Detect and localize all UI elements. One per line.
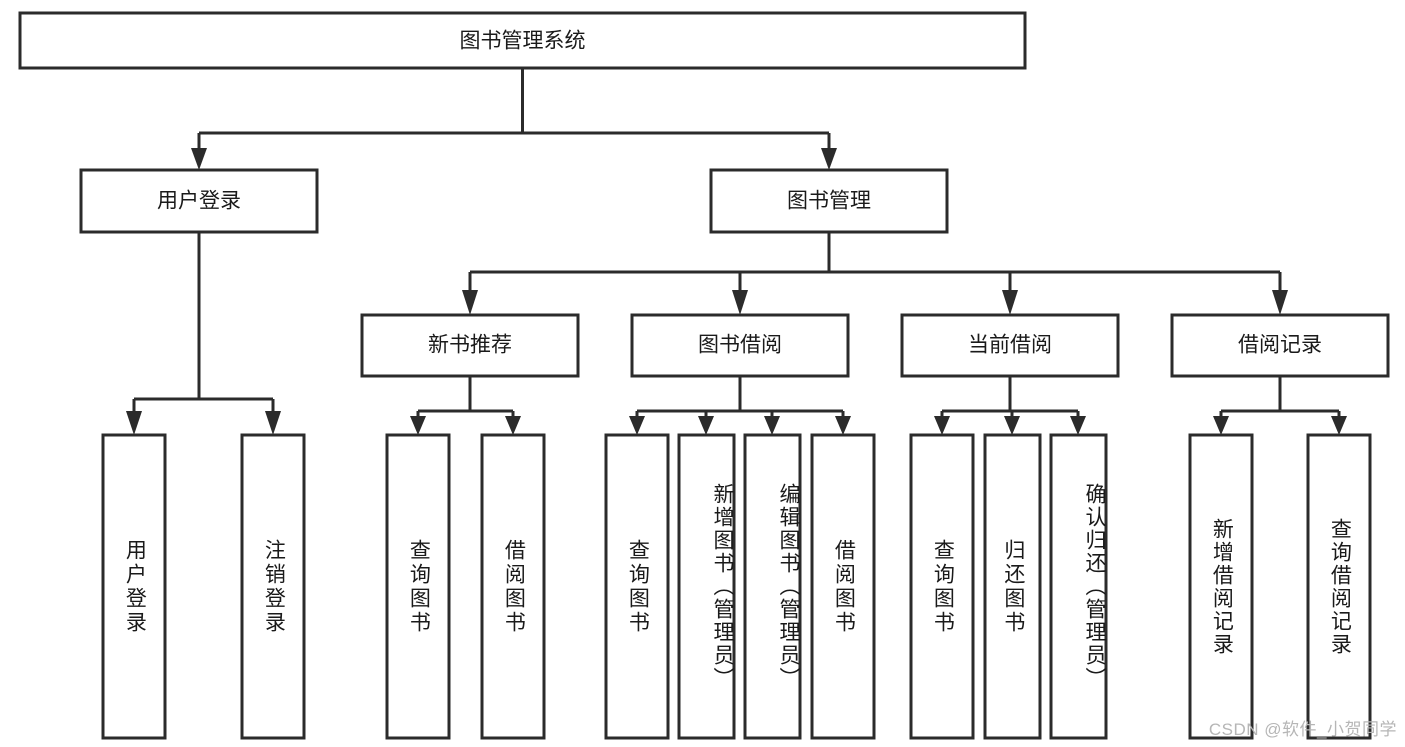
arrowhead-current-borrow xyxy=(1002,290,1018,315)
node-label-current-borrow: 当前借阅 xyxy=(968,334,1052,357)
leaf-label-user-login: 用户登录 xyxy=(123,538,147,635)
node-label-new-book-rec: 新书推荐 xyxy=(428,334,512,357)
connector-group-current-borrow xyxy=(934,376,1086,435)
arrowhead-borrow-record xyxy=(1272,290,1288,315)
leaf-label-return-book: 归还图书 xyxy=(1001,538,1025,635)
connector-group-book-manage xyxy=(462,232,1288,315)
connector-group-borrow-record xyxy=(1213,376,1347,435)
arrowhead-leaf-add-book xyxy=(698,416,714,435)
arrowhead-leaf-query-book-2 xyxy=(629,416,645,435)
leaf-label-query-record: 查询借阅记录 xyxy=(1328,517,1352,656)
arrowhead-leaf-query-book-1 xyxy=(410,416,426,435)
node-box-book-borrow[interactable] xyxy=(630,313,850,378)
connector-group-root xyxy=(191,68,837,170)
csdn-watermark: CSDN @软件_小贺同学 xyxy=(1208,720,1397,739)
node-label-root: 图书管理系统 xyxy=(460,30,586,53)
node-box-current-borrow[interactable] xyxy=(900,313,1120,378)
node-box-user-login[interactable] xyxy=(79,168,319,234)
arrowhead-leaf-query-book-3 xyxy=(934,416,950,435)
node-label-user-login: 用户登录 xyxy=(157,190,241,213)
node-box-leaf-borrow-book-2[interactable] xyxy=(810,433,876,740)
leaf-label-edit-book: 编辑图书（管理员） xyxy=(777,483,800,690)
arrowhead-leaf-edit-book xyxy=(764,416,780,435)
leaf-label-query-book-2: 查询图书 xyxy=(626,538,650,635)
arrowhead-leaf-user-login xyxy=(126,411,142,435)
node-box-book-manage[interactable] xyxy=(709,168,949,234)
arrowhead-leaf-add-record xyxy=(1213,416,1229,435)
leaf-label-add-book: 新增图书（管理员） xyxy=(711,483,734,690)
node-label-book-manage: 图书管理 xyxy=(787,190,871,213)
arrowhead-leaf-return-book xyxy=(1004,416,1020,435)
node-box-leaf-query-record[interactable] xyxy=(1306,433,1372,740)
node-box-leaf-return-book[interactable] xyxy=(983,433,1042,740)
arrowhead-leaf-confirm-return xyxy=(1070,416,1086,435)
arrowhead-user-login xyxy=(191,148,207,170)
node-box-leaf-add-record[interactable] xyxy=(1188,433,1254,740)
node-box-leaf-borrow-book-1[interactable] xyxy=(480,433,546,740)
leaf-label-add-record: 新增借阅记录 xyxy=(1210,517,1234,656)
node-label-borrow-record: 借阅记录 xyxy=(1238,334,1322,357)
node-box-root[interactable] xyxy=(18,11,1027,70)
node-label-book-borrow: 图书借阅 xyxy=(698,334,782,357)
node-box-leaf-confirm-return[interactable] xyxy=(1049,433,1108,740)
connector-group-book-borrow xyxy=(629,376,851,435)
arrowhead-leaf-borrow-book-1 xyxy=(505,416,521,435)
node-box-leaf-logout[interactable] xyxy=(240,433,306,740)
leaf-label-borrow-book-2: 借阅图书 xyxy=(832,538,856,635)
leaf-label-logout: 注销登录 xyxy=(262,538,286,635)
arrowhead-new-book-rec xyxy=(462,290,478,315)
arrowhead-leaf-borrow-book-2 xyxy=(835,416,851,435)
arrowhead-leaf-query-record xyxy=(1331,416,1347,435)
node-box-leaf-add-book[interactable] xyxy=(677,433,736,740)
node-box-leaf-query-book-1[interactable] xyxy=(385,433,451,740)
node-box-new-book-rec[interactable] xyxy=(360,313,580,378)
leaf-label-query-book-3: 查询图书 xyxy=(931,538,955,635)
leaf-label-borrow-book-1: 借阅图书 xyxy=(502,538,526,635)
node-box-leaf-query-book-3[interactable] xyxy=(909,433,975,740)
arrowhead-book-manage xyxy=(821,148,837,170)
leaf-label-query-book-1: 查询图书 xyxy=(407,538,431,635)
leaf-label-confirm-return: 确认归还（管理员） xyxy=(1083,483,1106,690)
node-box-leaf-query-book-2[interactable] xyxy=(604,433,670,740)
node-box-leaf-user-login[interactable] xyxy=(101,433,167,740)
arrowhead-leaf-logout xyxy=(265,411,281,435)
arrowhead-book-borrow xyxy=(732,290,748,315)
connector-group-user-login xyxy=(126,232,281,435)
connector-group-new-book-rec xyxy=(410,376,521,435)
node-box-borrow-record[interactable] xyxy=(1170,313,1390,378)
node-box-leaf-edit-book[interactable] xyxy=(743,433,802,740)
